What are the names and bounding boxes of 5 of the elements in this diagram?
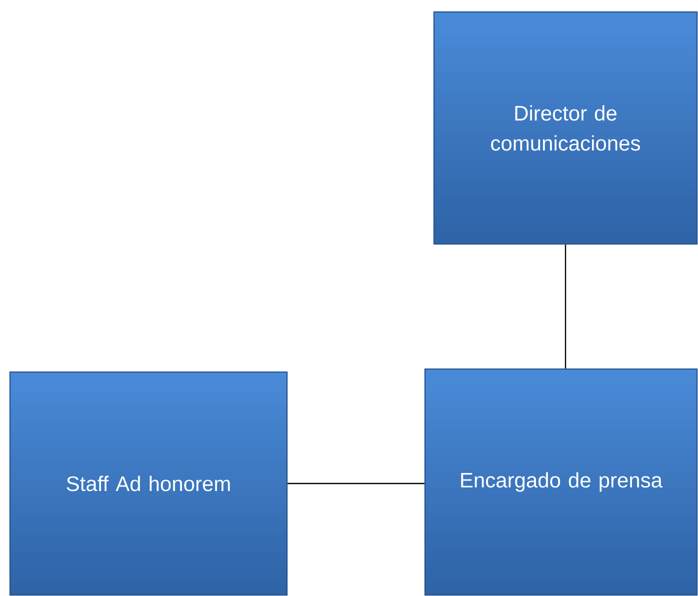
org-box: Director de comunicaciones bbox=[433, 11, 698, 245]
connector-line bbox=[564, 244, 566, 368]
connector-line bbox=[288, 482, 424, 484]
org-box: Staff Ad honorem bbox=[9, 371, 288, 596]
org-box: Encargado de prensa bbox=[424, 368, 698, 596]
